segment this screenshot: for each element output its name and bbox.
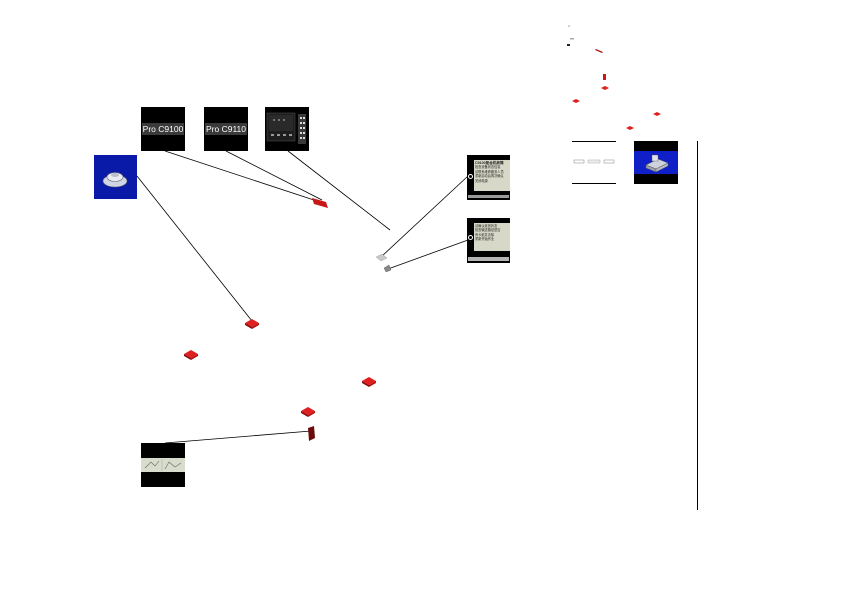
- message-2-footer: [468, 257, 509, 261]
- marker-slot-top: [312, 198, 328, 208]
- model-panel-pro-c9100: Pro C9100: [141, 107, 185, 151]
- message-1-line-1: 检查设备状态信息: [475, 165, 501, 170]
- connector-line-bottom-panel: [164, 430, 312, 444]
- message-1-line-3: 重新启动后再次确认: [475, 174, 504, 179]
- illustration-strip: [141, 458, 185, 472]
- marker-4: [301, 407, 315, 417]
- control-panel-thumbnail: [265, 107, 309, 151]
- bottom-illustration-panel: [141, 443, 185, 487]
- marker-3: [362, 377, 376, 387]
- tray-button-panel: [94, 155, 137, 199]
- message-2-line-2: 检查输送路径是否: [475, 228, 501, 233]
- marker-grey-2: [383, 264, 392, 273]
- layout-graphic: [573, 159, 615, 164]
- layout-top-rule: [572, 141, 616, 142]
- info-icon: [468, 174, 473, 179]
- overview-diagram: [567, 25, 661, 130]
- message-box-2: 请确认纸张状态 检查输送路径是否 有卡纸并清除 重新开始作业: [474, 223, 510, 251]
- model-label-pro-c9100: Pro C9100: [142, 123, 184, 135]
- round-button-icon: [102, 172, 128, 188]
- marker-1: [245, 319, 259, 329]
- message-1-line-2: 请联系维修服务人员: [475, 169, 504, 174]
- message-2-line-3: 有卡纸并清除: [475, 232, 495, 237]
- hand-illustration-icon: [144, 459, 182, 471]
- scanner-icon: [645, 154, 669, 173]
- connector-line-message-2: [387, 239, 469, 270]
- model-label-pro-c9110: Pro C9110: [205, 123, 247, 135]
- vertical-divider: [697, 141, 698, 510]
- message-panel-1: C9100复合机故障 检查设备状态信息 请联系维修服务人员 重新启动后再次确认 …: [467, 155, 510, 200]
- control-panel-graphic: [266, 112, 306, 144]
- message-2-line-1: 请确认纸张状态: [475, 224, 498, 228]
- message-box-1: C9100复合机故障 检查设备状态信息 请联系维修服务人员 重新启动后再次确认 …: [474, 160, 510, 191]
- message-1-title: C9100复合机故障: [475, 161, 504, 165]
- marker-2: [184, 350, 198, 360]
- message-panel-2: 请确认纸张状态 检查输送路径是否 有卡纸并清除 重新开始作业: [467, 218, 510, 263]
- layout-thumbnail: [572, 141, 616, 184]
- warning-icon: [468, 235, 473, 240]
- connector-line-message-1: [380, 175, 469, 258]
- connector-line-model-a: [164, 150, 321, 203]
- marker-grey-1: [375, 253, 388, 262]
- marker-bottom: [308, 426, 315, 441]
- message-1-line-4: 关闭电源: [475, 178, 488, 183]
- connector-line-tray-button: [136, 175, 253, 322]
- connector-line-model-b: [225, 150, 323, 201]
- message-2-line-4: 重新开始作业: [475, 237, 495, 242]
- layout-bottom-rule: [572, 183, 616, 184]
- connector-line-control-panel: [287, 150, 391, 231]
- model-panel-pro-c9110: Pro C9110: [204, 107, 248, 151]
- scanner-panel-bg: [634, 151, 678, 174]
- scanner-panel: [634, 141, 678, 184]
- message-1-footer: [468, 195, 509, 198]
